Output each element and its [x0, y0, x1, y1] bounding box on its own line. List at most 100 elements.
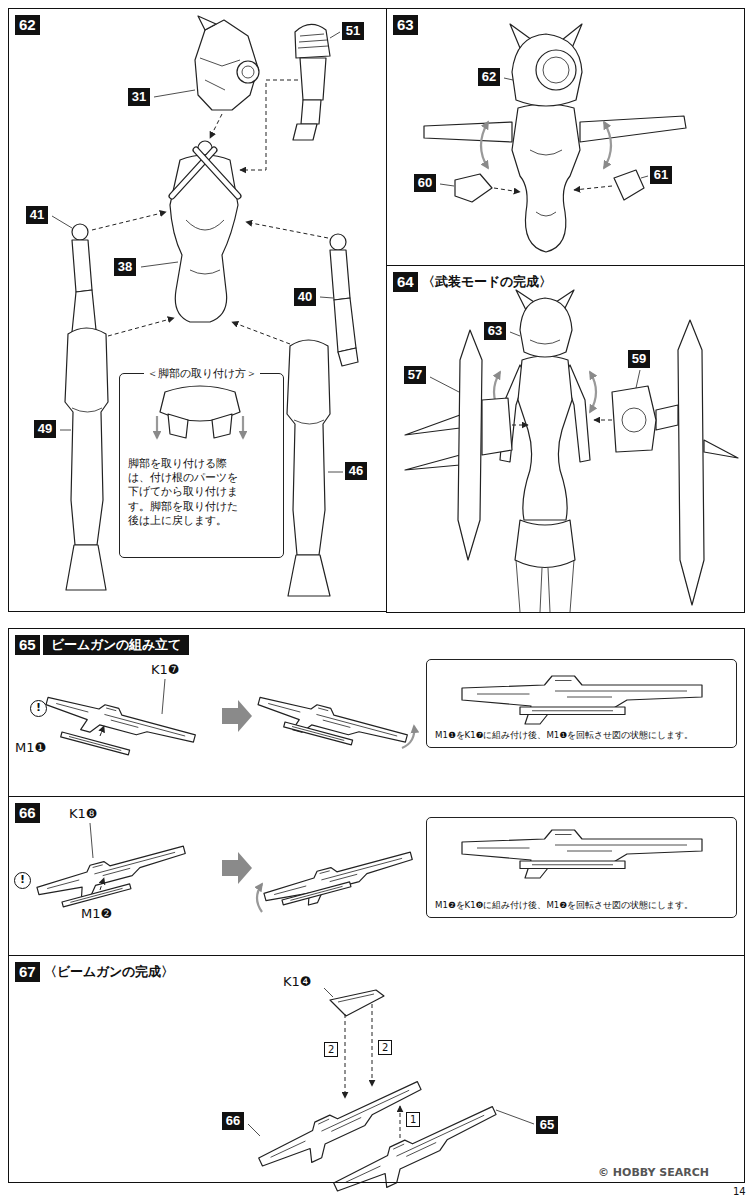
- callout-number: 49: [34, 420, 56, 438]
- leader-line: [328, 472, 343, 473]
- leg-part: [294, 420, 324, 424]
- beam-gun-step: [262, 847, 417, 916]
- figure-64: [530, 340, 560, 344]
- hip-detail: [168, 414, 188, 438]
- wing-part: [656, 405, 678, 430]
- arm-part: [338, 348, 358, 366]
- beam-gun-final: [255, 990, 504, 1200]
- torso-part: [172, 150, 214, 196]
- assembly-arrow: [92, 212, 166, 230]
- leader-line: [320, 297, 333, 298]
- wing-part: [458, 330, 482, 560]
- note-box: ＜脚部の取り付け方＞脚部を取り付ける際は、付け根のパーツを下げてから取り付けます…: [119, 373, 284, 558]
- torso-part: [186, 220, 224, 274]
- step-panel: 62 ＜脚部の取り付け方＞脚部を取り付ける際は、付け根のパーツを下げてから取り付け…: [8, 8, 387, 612]
- assembly-arrow: [232, 322, 290, 344]
- caution-mark: !: [14, 872, 31, 889]
- wing-part: [704, 440, 738, 458]
- arm-part: [330, 234, 358, 366]
- assembly-arrow: [574, 186, 612, 190]
- head-part: [195, 20, 258, 110]
- figure-63: [530, 150, 562, 216]
- leg-part: [65, 328, 108, 590]
- step-number: 63: [393, 15, 418, 35]
- part-code: K1❽: [68, 806, 98, 822]
- wing-part: [405, 455, 460, 470]
- callout-number: 31: [128, 88, 150, 106]
- beam-gun-step: [254, 690, 409, 759]
- step-banner: ビームガンの組み立て: [43, 635, 189, 655]
- figure-63: [512, 34, 582, 106]
- figure-63: [481, 122, 488, 168]
- leader-line: [504, 78, 513, 80]
- leg-part: [288, 555, 330, 596]
- head-part: [242, 66, 254, 78]
- torso-part: [196, 150, 238, 196]
- part-code: K1❼: [150, 662, 180, 678]
- callout-number: 38: [114, 258, 136, 276]
- figure-63: [424, 122, 512, 142]
- wing-part: [678, 320, 704, 605]
- leader-line: [496, 1110, 534, 1124]
- beam-gun-step: [462, 830, 702, 878]
- head-part: [200, 58, 240, 90]
- wing-part: [482, 398, 512, 455]
- assembly-arrow: [246, 222, 328, 238]
- leader-line: [440, 184, 454, 186]
- page-number: 14: [733, 1186, 746, 1198]
- assembly-arrow: [372, 1004, 373, 1086]
- rotate-arrow: [257, 884, 262, 912]
- step-number: 65: [15, 635, 40, 655]
- arm-part: [330, 234, 346, 250]
- hip-detail: [157, 386, 243, 438]
- leader-line: [430, 377, 459, 392]
- torso-part: [170, 141, 238, 322]
- figure-63: [536, 50, 576, 90]
- note-body: M1❶をK1❼に組み付け後、M1❶を回転させ図の状態にします。: [435, 730, 729, 742]
- beam-gun-step: [35, 841, 190, 910]
- leg-part: [65, 328, 108, 545]
- beam-gun-final: [338, 994, 374, 1002]
- arm-part: [72, 224, 88, 240]
- leader-line: [636, 370, 640, 388]
- leader-line: [154, 90, 195, 97]
- beam-gun-final: [330, 990, 384, 1016]
- rotate-arrow: [402, 726, 414, 748]
- leader-line: [641, 176, 648, 178]
- callout-number: 59: [628, 350, 650, 368]
- figure-64: [590, 372, 596, 412]
- part-code: K1❹: [282, 974, 312, 990]
- beam-gun-step: [42, 676, 702, 759]
- note-body: M1❷をK1❽に組み付け後、M1❷を回転させ図の状態にします。: [435, 900, 729, 912]
- leader-line: [330, 32, 340, 38]
- step-panel: 66M1❷をK1❽に組み付け後、M1❷を回転させ図の状態にします。: [8, 796, 745, 956]
- note-box: M1❶をK1❼に組み付け後、M1❶を回転させ図の状態にします。: [426, 659, 737, 748]
- figure-63: [614, 170, 644, 200]
- callout-number: 57: [404, 366, 426, 384]
- assembly-arrow: [210, 114, 222, 138]
- assembly-arrow: [512, 425, 528, 426]
- leader-line: [162, 679, 165, 714]
- assembly-arrow: [345, 1014, 346, 1098]
- beam-gun-step: [284, 722, 353, 745]
- watermark: © HOBBY SEARCH: [598, 1166, 709, 1180]
- assembly-arrow: [100, 878, 104, 890]
- callout-number: 40: [294, 288, 316, 306]
- callout-number: 66: [222, 1112, 244, 1130]
- figure-64: [520, 298, 572, 357]
- step-title: 〈ビームガンの完成〉: [44, 963, 174, 981]
- figure-63: [455, 174, 492, 202]
- head-part: [198, 16, 216, 30]
- hip-detail: [242, 416, 244, 438]
- wing-part: [612, 320, 738, 605]
- step-number: 62: [15, 15, 40, 35]
- beam-gun-step: [62, 884, 131, 907]
- step-number: 67: [15, 962, 40, 982]
- figure-64: [518, 356, 572, 520]
- note-heading: ＜脚部の取り付け方＞: [144, 366, 260, 380]
- arm-part: [295, 24, 330, 58]
- beam-gun-final: [330, 1101, 504, 1200]
- beam-gun-step: [61, 732, 130, 755]
- beam-gun-step: [520, 707, 625, 715]
